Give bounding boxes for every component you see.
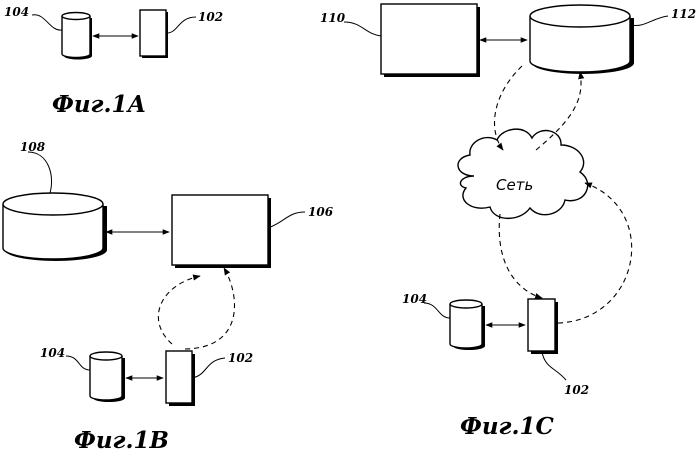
leader-110 <box>344 22 381 36</box>
leader-104-a <box>32 15 62 30</box>
leader-102-c <box>542 352 566 380</box>
ref-label-102-c: 102 <box>564 383 589 397</box>
dashed-link-network-to-102 <box>499 214 542 298</box>
server-box-106 <box>172 195 271 268</box>
figure-1b: 108 106 104 102 Фиг.1В <box>3 140 334 454</box>
ref-label-102-a: 102 <box>198 10 223 24</box>
ref-label-104-c: 104 <box>402 292 427 306</box>
figure-1a: 104 102 Фиг.1А <box>4 5 223 118</box>
leader-112 <box>630 16 668 26</box>
dashed-link-102-to-106 <box>158 276 200 344</box>
ref-label-112: 112 <box>671 7 696 21</box>
leader-102-a <box>166 17 196 33</box>
network-label: Сеть <box>496 176 533 194</box>
storage-cylinder-104-c <box>450 300 485 350</box>
leader-102-b <box>192 358 225 378</box>
ref-label-104-b: 104 <box>40 346 65 360</box>
figure-1c: 110 112 Сеть 104 102 Фиг.1С <box>320 4 696 440</box>
figure-caption-1a: Фиг.1А <box>52 91 146 118</box>
ref-label-102-b: 102 <box>228 351 253 365</box>
leader-104-b <box>66 356 90 370</box>
ref-label-110: 110 <box>320 11 346 25</box>
dashed-link-102-to-network <box>558 183 632 323</box>
device-box-102-a <box>140 10 168 58</box>
network-cloud: Сеть <box>458 129 588 218</box>
device-box-102-c <box>528 299 558 354</box>
dashed-link-106-to-102 <box>185 268 235 349</box>
storage-cylinder-112 <box>530 5 634 74</box>
storage-cylinder-104-a <box>62 13 92 60</box>
figure-caption-1b: Фиг.1В <box>74 427 169 454</box>
server-box-110 <box>381 4 480 77</box>
ref-label-108: 108 <box>20 140 46 154</box>
leader-106 <box>268 212 305 228</box>
leader-104-c <box>424 303 450 318</box>
storage-cylinder-104-b <box>90 352 125 402</box>
storage-cylinder-108 <box>3 193 107 261</box>
leader-108 <box>28 152 52 193</box>
device-box-102-b <box>166 351 195 406</box>
ref-label-104-a: 104 <box>4 5 29 19</box>
figure-caption-1c: Фиг.1С <box>460 413 554 440</box>
ref-label-106: 106 <box>308 205 334 219</box>
